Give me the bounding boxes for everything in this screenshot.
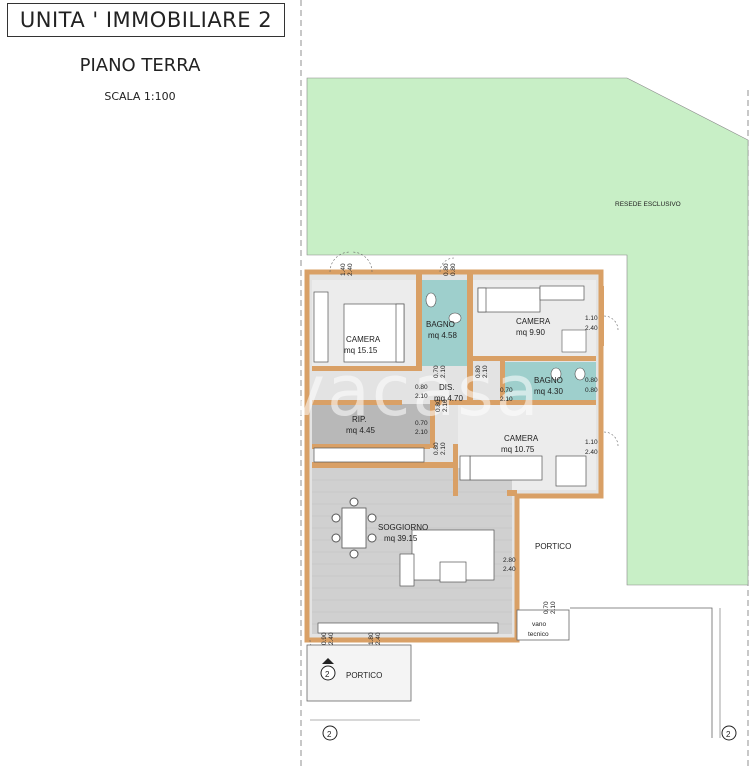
opening-dimensions: 1.40 2.40 0.80 0.80 1.10 2.40 0.80 0.80 … <box>321 263 598 645</box>
opening-dim: 2.40 <box>375 632 382 645</box>
section-marker-text: 2 <box>325 670 330 679</box>
opening-dim: 0.80 <box>475 365 482 378</box>
opening-dim: 1.40 <box>340 263 347 276</box>
room-soggiorno-area: mq 39.15 <box>384 534 418 543</box>
watermark-text: trovacasa <box>180 350 541 432</box>
opening-dim: 2.10 <box>440 442 447 455</box>
opening-dim: 1.10 <box>585 439 598 446</box>
room-camera-1-area: mq 15.15 <box>344 346 378 355</box>
opening-dim: 0.80 <box>415 384 428 391</box>
room-bagno-1-area: mq 4.58 <box>428 331 457 340</box>
garden-label: RESEDE ESCLUSIVO <box>615 201 681 208</box>
room-rip-name: RIP. <box>352 415 367 424</box>
rip-floor <box>312 404 430 444</box>
opening-dim: 0.80 <box>585 387 598 394</box>
opening-dim: 2.10 <box>482 365 489 378</box>
section-marker-left: 2 <box>322 725 338 741</box>
vano-tecnico <box>516 609 570 641</box>
opening-dim: 0.80 <box>585 377 598 384</box>
opening-dim: 0.90 <box>321 632 328 645</box>
opening-dim: 0.80 <box>443 263 450 276</box>
fence-line <box>570 607 713 738</box>
room-camera-3-area: mq 10.75 <box>501 445 535 454</box>
opening-dim: 2.10 <box>500 396 513 403</box>
opening-dim: 2.40 <box>347 263 354 276</box>
coffee-table <box>439 561 467 583</box>
room-bagno-2-name: BAGNO <box>534 376 563 385</box>
opening-dim: 1.10 <box>585 315 598 322</box>
opening-dim: 0.70 <box>543 601 550 614</box>
interior-walls <box>312 274 604 496</box>
room-camera-2-name: CAMERA <box>516 317 551 326</box>
opening-dim: 2.10 <box>442 399 449 412</box>
room-soggiorno-name: SOGGIORNO <box>378 523 428 532</box>
unit-title: UNITA ' IMMOBILIARE 2 <box>7 3 285 37</box>
room-bagno-2-area: mq 4.30 <box>534 387 563 396</box>
room-camera-2-area: mq 9.90 <box>516 328 545 337</box>
sanitary <box>425 292 587 381</box>
vano-label-1: vano <box>532 621 546 628</box>
opening-dim: 2.10 <box>550 601 557 614</box>
portico-bottom-label: PORTICO <box>346 671 382 680</box>
vano-label-2: tecnico <box>528 631 549 638</box>
opening-dim: 0.80 <box>433 442 440 455</box>
opening-dim: 2.10 <box>415 429 428 436</box>
opening-dim: 2.10 <box>415 393 428 400</box>
room-dis-area: mq 4.70 <box>434 394 463 403</box>
portico-right-label: PORTICO <box>535 542 571 551</box>
section-marker-right: 2 <box>721 725 737 741</box>
opening-dim: 0.70 <box>433 365 440 378</box>
room-rip-area: mq 4.45 <box>346 426 375 435</box>
opening-dim: 2.40 <box>585 449 598 456</box>
opening-dim: 2.40 <box>503 566 516 573</box>
opening-dim: 2.40 <box>585 325 598 332</box>
section-marker-text: 2 <box>726 730 731 739</box>
opening-dim: 2.40 <box>328 632 335 645</box>
scale-label: SCALA 1:100 <box>104 90 176 103</box>
room-camera-3-name: CAMERA <box>504 434 539 443</box>
floor-title: PIANO TERRA <box>79 55 201 76</box>
garden-area <box>306 77 749 586</box>
opening-dim: 0.80 <box>450 263 457 276</box>
section-marker-text: 2 <box>327 730 332 739</box>
dining-table <box>331 497 377 559</box>
room-bagno-1-name: BAGNO <box>426 320 455 329</box>
room-camera-1-name: CAMERA <box>346 335 381 344</box>
door-swings <box>309 251 619 655</box>
room-dis-name: DIS. <box>439 383 455 392</box>
opening-dim: 0.70 <box>500 387 513 394</box>
section-marker-portico: 2 <box>320 658 336 681</box>
opening-dim: 0.80 <box>435 399 442 412</box>
opening-dim: 2.10 <box>440 365 447 378</box>
opening-dim: 0.70 <box>415 420 428 427</box>
opening-dim: 1.80 <box>368 632 375 645</box>
opening-dim: 2.80 <box>503 557 516 564</box>
